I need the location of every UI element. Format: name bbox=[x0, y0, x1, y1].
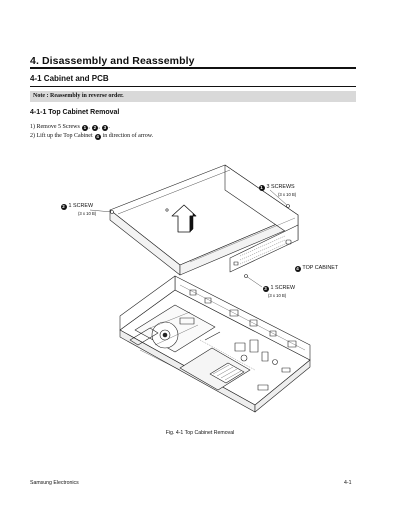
procedure-title: 4-1-1 Top Cabinet Removal bbox=[30, 109, 120, 116]
step-1-text: 1) Remove 5 Screws bbox=[30, 124, 80, 130]
callout-spec: (3 x 10 B) bbox=[78, 211, 97, 216]
number-marker-3: 3 bbox=[101, 124, 108, 131]
page-number: 4-1 bbox=[344, 480, 352, 486]
callout-spec: (3 x 10 B) bbox=[268, 293, 287, 298]
chassis-drawing bbox=[119, 275, 311, 413]
step-2-text: 2) Lift up the Top Cabinet bbox=[30, 133, 93, 139]
callout-screws-top: 1 3 SCREWS bbox=[258, 184, 295, 191]
callout-number-4: 4 bbox=[294, 265, 301, 272]
number-marker-1: 1 bbox=[81, 124, 88, 131]
callout-number-2: 2 bbox=[60, 203, 67, 210]
callout-label: 3 SCREWS bbox=[266, 184, 295, 190]
step-1: 1) Remove 5 Screws 1, 2, 3. bbox=[30, 124, 110, 131]
callout-spec: (3 x 10 B) bbox=[278, 192, 297, 197]
step-2: 2) Lift up the Top Cabinet 4 in directio… bbox=[30, 133, 153, 140]
callout-screw-bottom: 3 1 SCREW bbox=[262, 285, 295, 292]
footer-company: Samsung Electronics bbox=[30, 480, 79, 486]
number-marker-2: 2 bbox=[91, 124, 98, 131]
callout-screw-left: 2 1 SCREW bbox=[60, 203, 93, 210]
callout-label: TOP CABINET bbox=[302, 265, 339, 271]
figure-caption: Fig. 4-1 Top Cabinet Removal bbox=[165, 430, 235, 436]
subsection-rule bbox=[30, 86, 356, 87]
top-cabinet-drawing bbox=[109, 164, 299, 276]
subsection-title: 4-1 Cabinet and PCB bbox=[30, 74, 109, 83]
step-2-suffix: in direction of arrow. bbox=[102, 133, 154, 139]
note-text: Note : Reassembly in reverse order. bbox=[33, 92, 124, 99]
callout-number-1: 1 bbox=[258, 184, 265, 191]
callout-label: 1 SCREW bbox=[270, 285, 296, 291]
callout-top-cabinet: 4 TOP CABINET bbox=[294, 265, 338, 272]
section-title: 4. Disassembly and Reassembly bbox=[30, 55, 195, 67]
callout-label: 1 SCREW bbox=[68, 203, 94, 209]
lift-arrow-icon bbox=[171, 204, 197, 233]
callout-number-3: 3 bbox=[262, 285, 269, 292]
section-rule bbox=[30, 67, 356, 69]
note-bar bbox=[30, 91, 356, 102]
number-marker-4: 4 bbox=[94, 133, 101, 140]
